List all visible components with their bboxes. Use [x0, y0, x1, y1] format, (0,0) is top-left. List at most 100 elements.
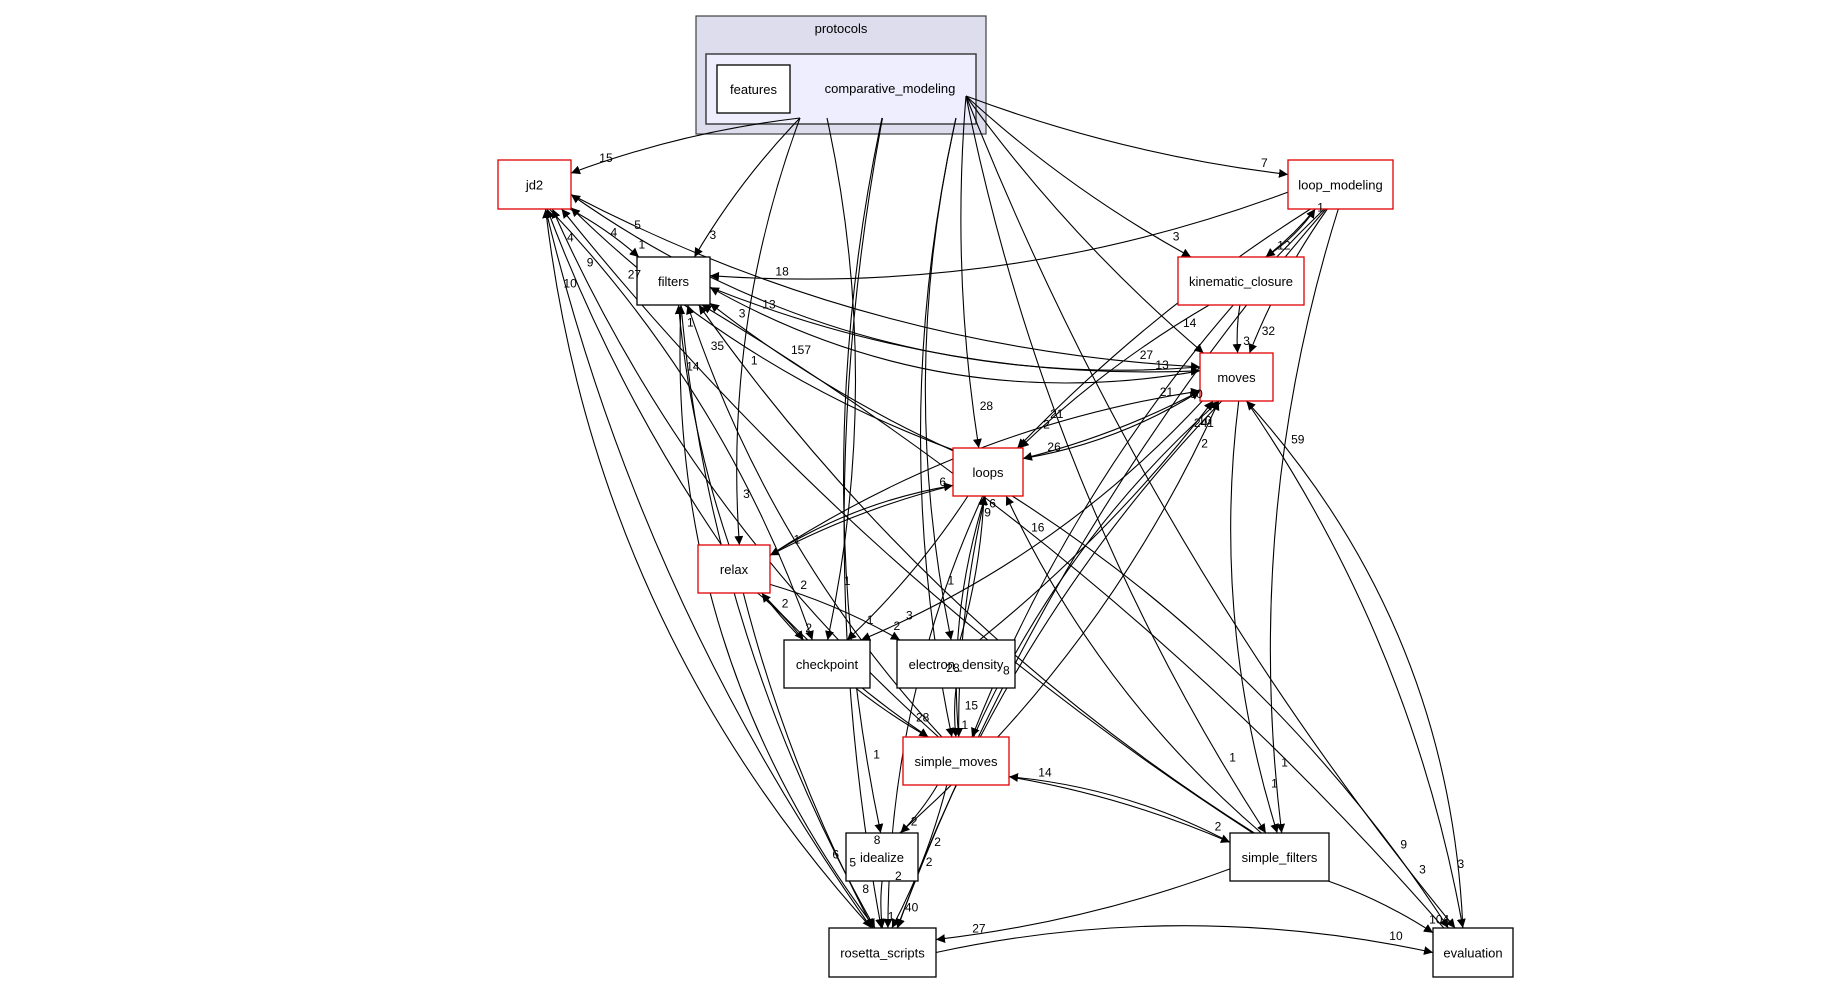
- edge-count-label[interactable]: 104: [1429, 912, 1449, 926]
- edge-count-label[interactable]: 9: [1400, 838, 1407, 852]
- edge-simple-moves-to-simple-filters[interactable]: [1008, 776, 1231, 843]
- edge-count-label[interactable]: 2: [1215, 819, 1222, 833]
- edge-relax-to-loops[interactable]: [769, 482, 954, 556]
- edge-count-label[interactable]: 21: [1050, 407, 1064, 421]
- edge-count-label[interactable]: 157: [791, 343, 811, 357]
- edge-simple-moves-to-filters[interactable]: [686, 304, 943, 738]
- edge-loop-modeling-to-loops[interactable]: [1017, 208, 1311, 449]
- edge-count-label[interactable]: 6: [939, 475, 946, 489]
- edge-count-label[interactable]: 13: [1155, 358, 1169, 372]
- edge-count-label[interactable]: 3: [739, 307, 746, 321]
- edge-jd2-to-rosetta-scripts[interactable]: [545, 208, 872, 929]
- edge-comparative-modeling-to-idealize[interactable]: [843, 117, 884, 834]
- node-filters[interactable]: filters: [636, 256, 711, 306]
- edge-count-label[interactable]: 14: [1183, 316, 1197, 330]
- edge-jd2-to-checkpoint[interactable]: [549, 208, 814, 641]
- edge-loops-to-checkpoint[interactable]: [846, 495, 969, 641]
- node-moves[interactable]: moves: [1199, 352, 1274, 402]
- edge-jd2-to-moves[interactable]: [570, 194, 1201, 371]
- edge-count-label[interactable]: 1: [687, 316, 694, 330]
- edge-comparative-modeling-to-jd2[interactable]: [570, 117, 801, 175]
- edge-count-label[interactable]: 27: [628, 268, 642, 282]
- edge-count-label[interactable]: 10: [1198, 413, 1212, 427]
- edge-count-label[interactable]: 28: [980, 399, 994, 413]
- edge-comparative-modeling-to-relax[interactable]: [734, 117, 801, 546]
- edge-count-label[interactable]: 35: [711, 339, 725, 353]
- edge-count-label[interactable]: 13: [762, 298, 776, 312]
- edge-comparative-modeling-to-filters[interactable]: [693, 117, 801, 258]
- edge-count-label[interactable]: 27: [972, 922, 986, 936]
- edge-count-label[interactable]: 4: [611, 225, 618, 239]
- edge-loops-to-simple-moves[interactable]: [954, 495, 986, 738]
- edge-count-label[interactable]: 28: [946, 661, 960, 675]
- node-simple-filters[interactable]: simple_filters: [1229, 832, 1330, 882]
- edge-comparative-modeling-to-checkpoint[interactable]: [825, 117, 857, 641]
- edge-loop-modeling-to-simple-filters[interactable]: [1269, 208, 1339, 834]
- edge-relax-to-rosetta-scripts[interactable]: [742, 592, 874, 929]
- edge-relax-to-jd2[interactable]: [546, 208, 722, 546]
- edge-count-label[interactable]: 1: [1317, 201, 1324, 215]
- edge-count-label[interactable]: 26: [1047, 440, 1061, 454]
- edge-count-label[interactable]: 2: [800, 578, 807, 592]
- edge-count-label[interactable]: 9: [984, 506, 991, 520]
- edge-rosetta-scripts-to-evaluation[interactable]: [935, 925, 1434, 955]
- edge-electron-density-to-moves[interactable]: [979, 400, 1214, 641]
- node-electron-density[interactable]: electron_density: [896, 639, 1016, 689]
- edge-count-label[interactable]: 60: [1190, 387, 1204, 401]
- edge-moves-to-checkpoint[interactable]: [860, 400, 1203, 641]
- edge-idealize-to-rosetta-scripts[interactable]: [876, 880, 886, 929]
- node-simple-moves[interactable]: simple_moves: [902, 736, 1010, 786]
- edge-simple-filters-to-evaluation[interactable]: [1327, 880, 1434, 934]
- edge-count-label[interactable]: 3: [906, 609, 913, 623]
- edge-simple-filters-to-filters[interactable]: [698, 304, 1255, 834]
- edge-loops-to-moves[interactable]: [1022, 390, 1201, 460]
- edge-simple-moves-to-jd2[interactable]: [551, 208, 939, 738]
- edge-count-label[interactable]: 27: [1140, 348, 1154, 362]
- edge-comparative-modeling-to-kinematic-closure[interactable]: [965, 95, 1192, 258]
- edge-moves-to-jd2[interactable]: [570, 194, 1201, 371]
- edge-count-label[interactable]: 1: [1281, 756, 1288, 770]
- edge-electron-density-to-loops[interactable]: [959, 495, 989, 641]
- edge-simple-filters-to-jd2[interactable]: [561, 208, 1254, 834]
- edge-count-label[interactable]: 1: [794, 532, 801, 546]
- edge-count-label[interactable]: 5: [849, 856, 856, 870]
- edge-count-label[interactable]: 6: [832, 848, 839, 862]
- edge-loops-to-jd2[interactable]: [570, 207, 954, 451]
- edge-count-label[interactable]: 6: [989, 497, 996, 511]
- edge-kinematic-closure-to-loop-modeling[interactable]: [1265, 208, 1316, 258]
- edge-comparative-modeling-to-evaluation[interactable]: [965, 95, 1456, 929]
- edge-evaluation-to-filters[interactable]: [701, 304, 1445, 929]
- edge-count-label[interactable]: 3: [710, 228, 717, 242]
- edge-simple-filters-to-rosetta-scripts[interactable]: [935, 868, 1231, 944]
- node-jd2[interactable]: jd2: [497, 159, 572, 210]
- edge-count-label[interactable]: 3: [1419, 862, 1426, 876]
- edge-count-label[interactable]: 16: [1031, 521, 1045, 535]
- edge-count-label[interactable]: 40: [905, 900, 919, 914]
- edge-rosetta-scripts-to-filters[interactable]: [676, 304, 876, 929]
- edge-loops-to-evaluation[interactable]: [1011, 495, 1449, 929]
- edge-count-label[interactable]: 3: [1243, 334, 1250, 348]
- edge-count-label[interactable]: 2: [934, 835, 941, 849]
- edge-count-label[interactable]: 1: [751, 354, 758, 368]
- edge-count-label[interactable]: 10: [1389, 929, 1403, 943]
- edge-count-label[interactable]: 1: [873, 748, 880, 762]
- edge-count-label[interactable]: 8: [874, 833, 881, 847]
- edge-kinematic-closure-to-moves[interactable]: [1232, 304, 1242, 354]
- edge-count-label[interactable]: 15: [599, 151, 613, 165]
- edge-count-label[interactable]: 241: [1194, 416, 1214, 430]
- node-loop-modeling[interactable]: loop_modeling: [1287, 159, 1394, 210]
- edge-count-label[interactable]: 14: [686, 360, 700, 374]
- edge-count-label[interactable]: 3: [1173, 229, 1180, 243]
- edge-count-label[interactable]: 10: [564, 276, 578, 290]
- edge-count-label[interactable]: 2: [805, 621, 812, 635]
- node-relax[interactable]: relax: [697, 544, 771, 594]
- node-evaluation[interactable]: evaluation: [1432, 927, 1514, 978]
- edge-moves-to-loops[interactable]: [1022, 390, 1201, 461]
- node-checkpoint[interactable]: checkpoint: [783, 639, 871, 689]
- edge-simple-filters-to-simple-moves[interactable]: [1008, 773, 1231, 843]
- edge-comparative-modeling-to-moves[interactable]: [965, 95, 1204, 354]
- node-idealize[interactable]: idealize: [845, 832, 919, 882]
- edge-count-label[interactable]: 8: [1003, 663, 1010, 677]
- edge-count-label[interactable]: 1: [962, 718, 969, 732]
- edge-moves-to-filters[interactable]: [709, 286, 1201, 384]
